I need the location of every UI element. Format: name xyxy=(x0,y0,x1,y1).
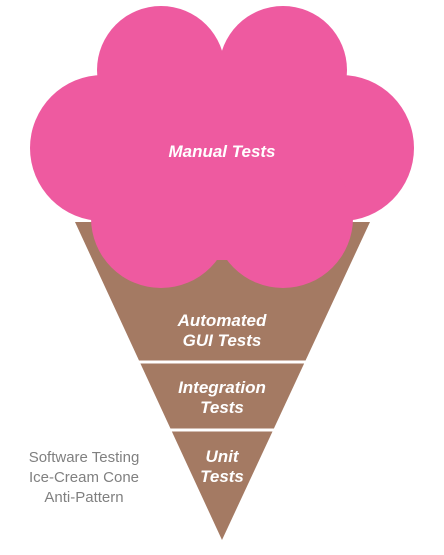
automated-gui-tests-label-line2: GUI Tests xyxy=(183,331,262,350)
cone-shape xyxy=(75,222,370,540)
unit-tests-label-line2: Tests xyxy=(200,467,244,486)
integration-tests-label-line1: Integration xyxy=(178,378,266,397)
manual-tests-label: Manual Tests xyxy=(168,142,275,161)
automated-gui-tests-label-line1: Automated xyxy=(177,311,267,330)
integration-tests-label-line2: Tests xyxy=(200,398,244,417)
ice-cream-scoop xyxy=(30,6,414,288)
caption-line2: Ice-Cream Cone xyxy=(29,469,139,486)
caption-line3: Anti-Pattern xyxy=(44,489,123,506)
scoop-fill xyxy=(120,80,324,260)
unit-tests-label-line1: Unit xyxy=(205,447,239,466)
caption-line1: Software Testing xyxy=(29,449,140,466)
